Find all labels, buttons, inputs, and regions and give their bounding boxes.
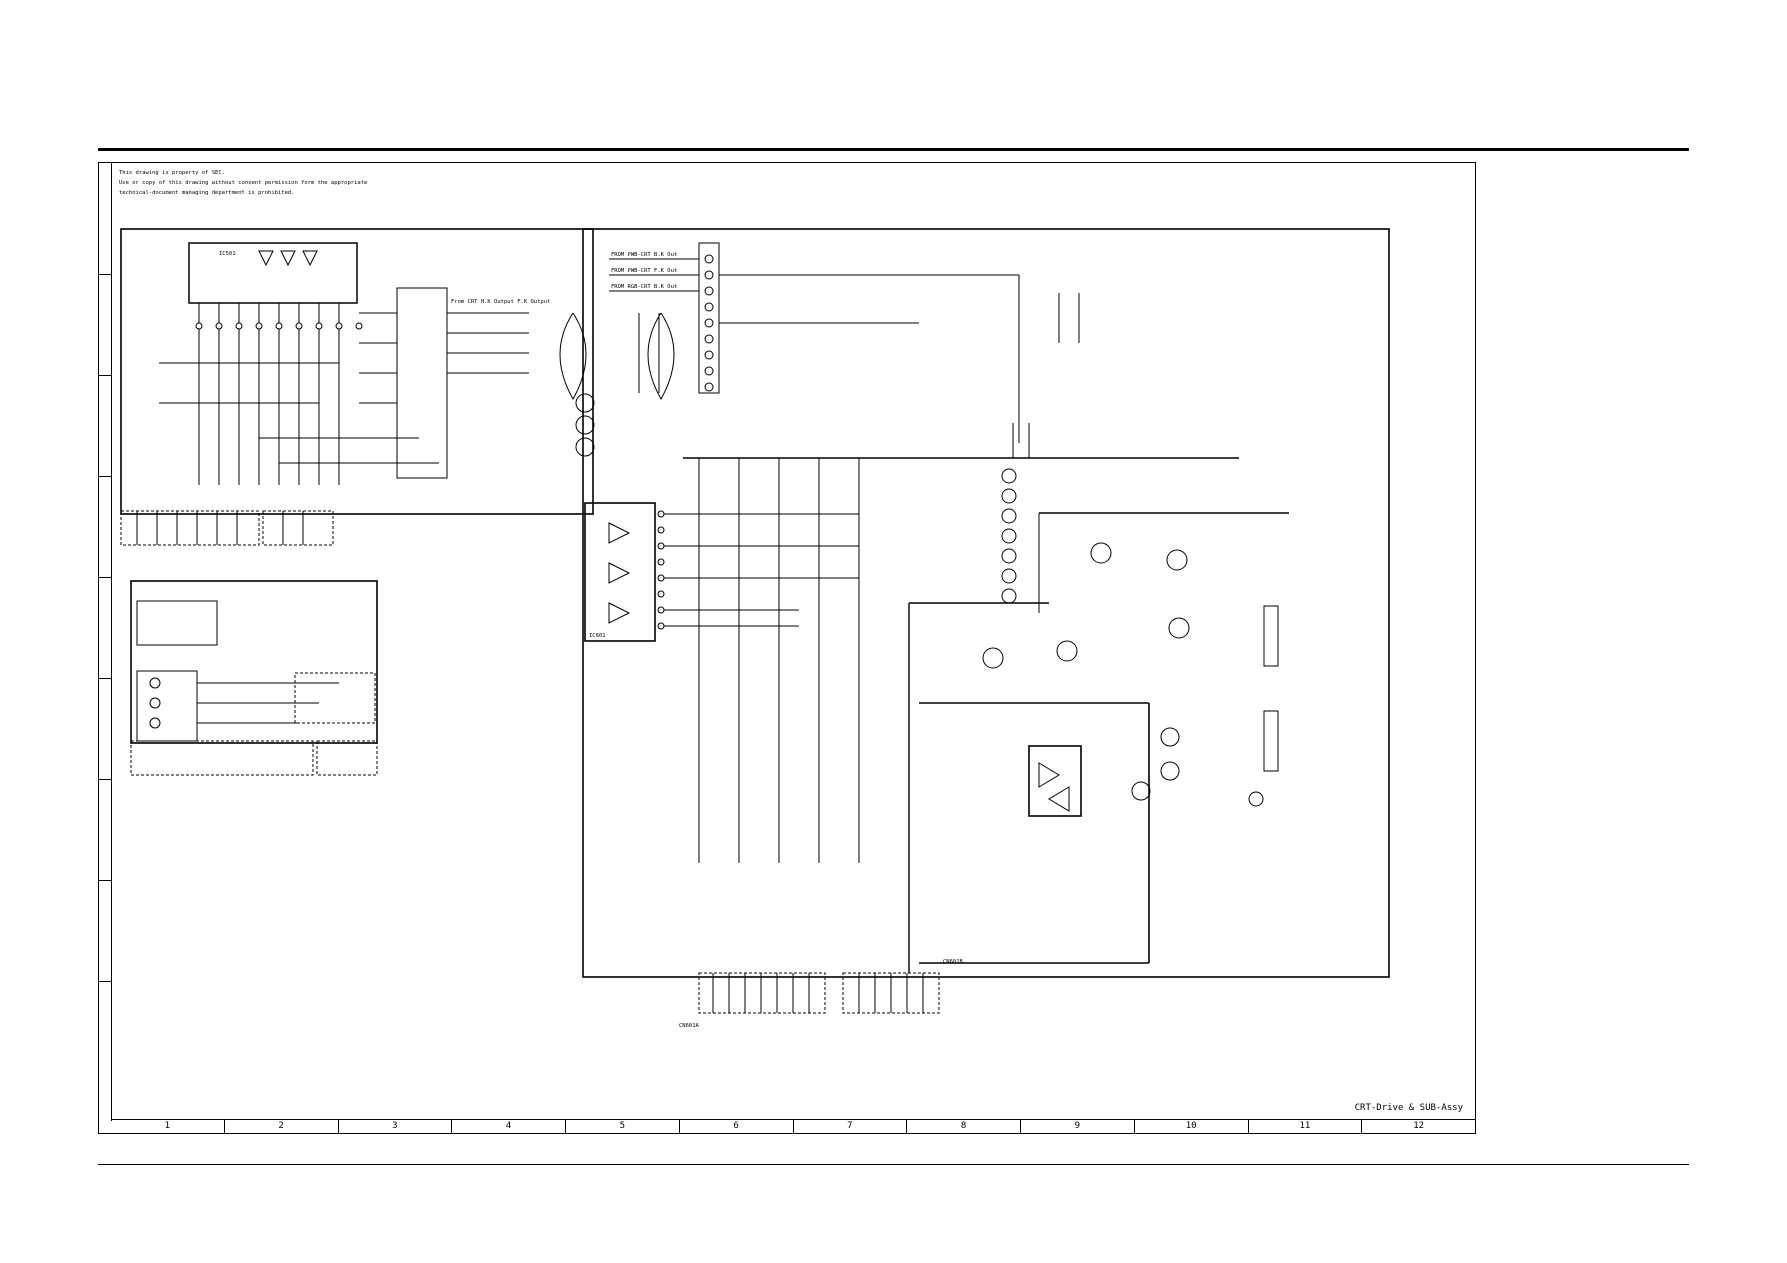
ic-label: IC601 <box>589 633 606 639</box>
crt-pin <box>575 415 595 435</box>
connector-label: CN601A <box>679 1023 700 1029</box>
column-number: 3 <box>339 1120 453 1133</box>
amp-symbol <box>608 522 631 544</box>
crt-pin <box>575 393 595 413</box>
amp-symbol <box>280 250 296 267</box>
transistor <box>1160 761 1180 781</box>
crt-socket-connector <box>396 287 448 479</box>
transistor <box>1166 549 1188 571</box>
crt-pin <box>575 437 595 457</box>
signal-label: FROM PWB-CRT B.K Out <box>611 252 677 258</box>
row-tick <box>99 779 111 780</box>
column-number: 1 <box>111 1120 225 1133</box>
notice-line: technical-document managing department i… <box>119 190 295 196</box>
cn-connector-right <box>698 242 720 394</box>
row-tick <box>99 880 111 881</box>
top-rule <box>98 148 1689 151</box>
column-number: 12 <box>1413 1121 1425 1131</box>
row-tick <box>99 981 111 982</box>
bottom-rule <box>98 1164 1689 1165</box>
crt-neck-right <box>647 312 675 401</box>
column-number: 5 <box>566 1120 680 1133</box>
output-jack <box>1248 791 1264 807</box>
circuit-diagram: FROM PWB-CRT B.K Out FROM PWB-CRT F.K Ou… <box>120 228 1390 1029</box>
column-number: 7 <box>794 1120 908 1133</box>
signal-label: From CRT H.K Output F.K Output <box>451 299 550 305</box>
column-number: 4 <box>452 1120 566 1133</box>
column-number: 6 <box>680 1120 794 1133</box>
connector-label: CN601B <box>943 959 964 965</box>
row-tick <box>99 577 111 578</box>
row-tick <box>99 476 111 477</box>
audio-amp-ic <box>1028 745 1082 817</box>
column-number: 11 <box>1249 1120 1363 1133</box>
copyright-notice: This drawing is property of SEC. Use or c… <box>119 168 367 198</box>
column-index-strip: 1 2 3 4 5 6 7 8 9 10 11 12 <box>111 1119 1475 1133</box>
amp-symbol <box>1048 786 1070 812</box>
cn-right-upper <box>1263 605 1279 667</box>
left-lower-block <box>130 580 378 744</box>
amp-symbol <box>302 250 318 267</box>
transistor <box>982 647 1004 669</box>
column-number: 9 <box>1021 1120 1135 1133</box>
row-tick <box>99 274 111 275</box>
notice-line: This drawing is property of SEC. <box>119 170 225 176</box>
column-number: 10 <box>1135 1120 1249 1133</box>
transistor <box>1056 640 1078 662</box>
left-upper-block <box>120 228 594 515</box>
transistor <box>1131 781 1151 801</box>
notice-line: Use or copy of this drawing without cons… <box>119 180 368 186</box>
transistor <box>1168 617 1190 639</box>
signal-label: FROM RGB-CRT B.K Out <box>611 284 677 290</box>
sheet-title: CRT-Drive & SUB-Assy <box>1354 1103 1463 1113</box>
ic-label: IC501 <box>219 251 236 257</box>
amp-symbol <box>608 562 631 584</box>
column-number: 2 <box>225 1120 339 1133</box>
transistor <box>1090 542 1112 564</box>
column-number: 8 <box>907 1120 1021 1133</box>
transistor <box>1160 727 1180 747</box>
row-tick <box>99 678 111 679</box>
amp-symbol <box>258 250 274 267</box>
row-margin <box>99 163 112 1121</box>
av-switch-box <box>136 600 218 646</box>
signal-label: FROM PWB-CRT F.K Out <box>611 268 677 274</box>
cn-right-lower <box>1263 710 1279 772</box>
right-main-block <box>582 228 1390 978</box>
row-tick <box>99 375 111 376</box>
amp-symbol <box>608 602 631 624</box>
ic-left-box <box>188 242 358 304</box>
av-jack-box <box>136 670 198 742</box>
amp-symbol <box>1038 762 1060 788</box>
crt-neck-left <box>559 312 587 401</box>
schematic-sheet: This drawing is property of SEC. Use or c… <box>98 162 1476 1134</box>
ic601-package <box>584 502 656 642</box>
